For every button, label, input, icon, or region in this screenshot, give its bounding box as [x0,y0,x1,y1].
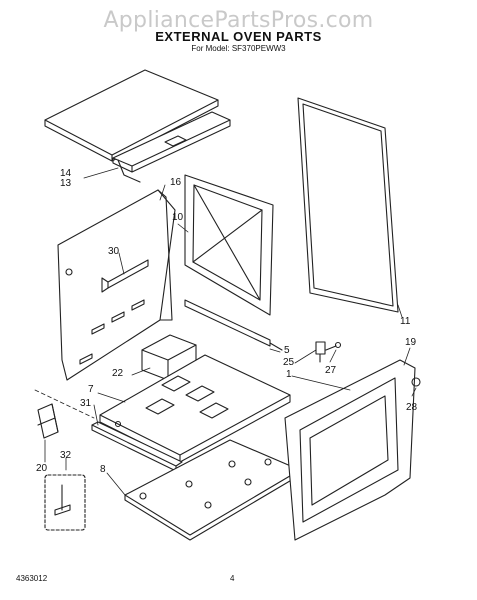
document-number: 4363012 [16,574,48,583]
side-panel-part [57,189,176,381]
callout-14: 14 [60,168,72,179]
callout-13: 13 [60,178,72,189]
top-cover-rail-part [112,111,231,183]
lower-door-frame-part [284,359,421,541]
callout-11: 11 [400,316,411,327]
leader-lines [34,167,417,496]
callout-20: 20 [36,463,48,474]
callout-5: 5 [284,345,290,356]
callout-16: 16 [170,177,182,188]
top-cover-part [44,69,219,162]
watermark: AppliancePartsPros.com [103,8,374,33]
door-frame-part [297,97,399,313]
callout-10: 10 [172,212,184,223]
callout-30: 30 [108,246,120,257]
callout-27: 27 [325,365,337,376]
callout-22: 22 [112,368,124,379]
callout-1: 1 [286,369,292,380]
callout-25: 25 [283,357,295,368]
page-title: EXTERNAL OVEN PARTS [155,29,322,44]
callout-19: 19 [405,337,417,348]
trim-strip-part [184,299,283,351]
callout-8: 8 [100,464,106,475]
fitting-part [315,341,342,363]
callout-28: 28 [406,402,418,413]
callout-32: 32 [60,450,72,461]
callout-7: 7 [88,384,94,395]
page-number: 4 [230,574,235,583]
model-line: For Model: SF370PEWW3 [191,44,286,53]
callout-31: 31 [80,398,92,409]
bottom-tray-part [124,439,301,541]
oven-back-panel-part [184,174,274,316]
hardware-box [44,474,86,531]
end-bracket-part [37,403,59,439]
cooktop-panel-part [99,354,291,463]
